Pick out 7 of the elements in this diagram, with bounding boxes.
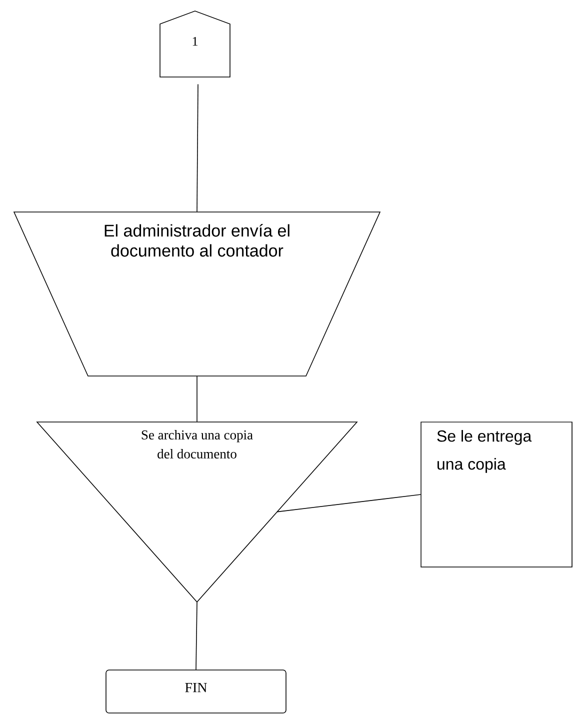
connector-line xyxy=(276,494,422,512)
connector-pentagon: 1 xyxy=(160,10,230,78)
process-box: Se le entrega una copia xyxy=(420,422,572,568)
connector-line xyxy=(196,84,198,212)
connector-line xyxy=(196,376,198,422)
terminator-box: FIN xyxy=(106,670,286,714)
connector-line xyxy=(196,602,198,670)
